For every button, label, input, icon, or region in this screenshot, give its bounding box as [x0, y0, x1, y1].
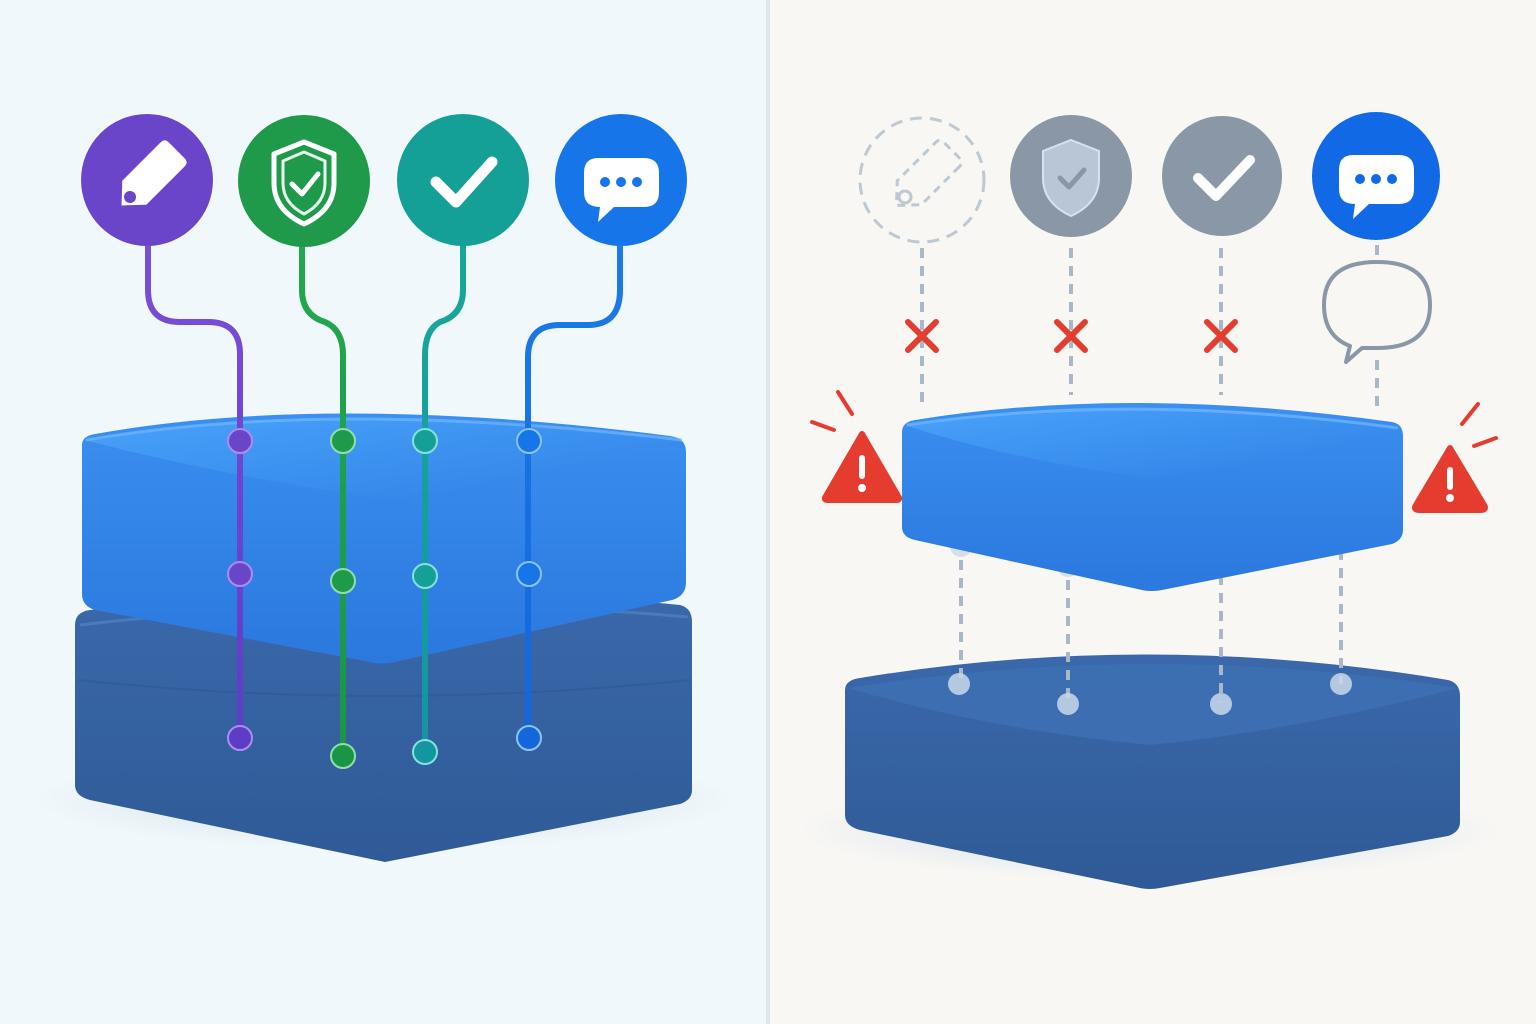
broken-lines [920, 245, 1379, 410]
connector-node [412, 739, 438, 765]
right-bottom-block [845, 654, 1460, 889]
x-mark-icon [905, 319, 939, 353]
connector-node [516, 725, 542, 751]
connector-node [516, 561, 542, 587]
broken-connection-markers [905, 319, 1238, 353]
loose-node [948, 673, 970, 695]
connector-node [330, 428, 356, 454]
connector-node [330, 568, 356, 594]
connector-node [412, 428, 438, 454]
right-top-block [902, 402, 1403, 591]
loose-node [1330, 673, 1352, 695]
empty-chat-bubble-icon [1322, 260, 1432, 364]
x-mark-icon [1054, 319, 1088, 353]
connector-node [227, 725, 253, 751]
loose-node [1210, 693, 1232, 715]
connection-line-tag [145, 242, 253, 751]
chat-icon [1312, 112, 1440, 240]
shield-check-icon [238, 115, 370, 247]
warning-icon [810, 390, 903, 503]
x-mark-icon [1204, 319, 1238, 353]
connector-node [330, 743, 356, 769]
check-icon [397, 114, 529, 246]
connection-line-shield [299, 242, 356, 769]
left-diagram [34, 114, 734, 862]
chat-icon [555, 114, 687, 246]
warning-icon [1412, 402, 1498, 513]
check-icon [1162, 116, 1282, 236]
loose-node [1057, 693, 1079, 715]
connector-node [227, 428, 253, 454]
connector-node [516, 428, 542, 454]
tag-icon [858, 116, 986, 244]
right-diagram [800, 112, 1500, 889]
connector-node [412, 563, 438, 589]
connection-line-check [412, 242, 466, 765]
shield-check-icon [1010, 115, 1132, 237]
connector-node [227, 561, 253, 587]
panel-divider [766, 0, 770, 1024]
connection-line-chat [516, 242, 623, 751]
tag-icon [81, 114, 213, 246]
